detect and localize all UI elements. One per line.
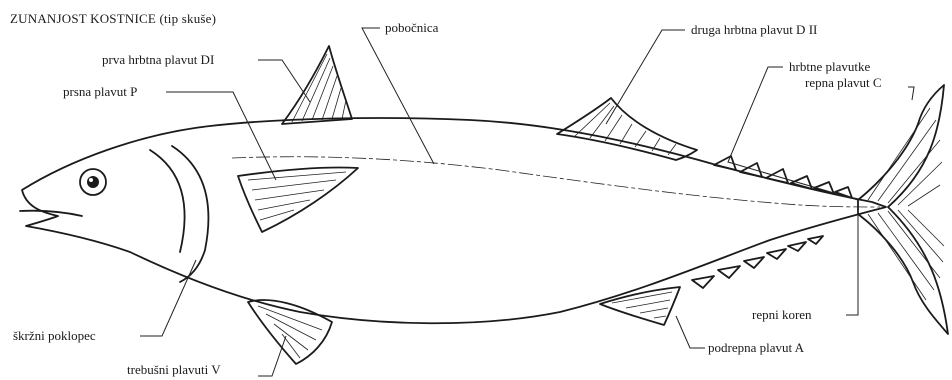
label-druga-hrbtna-plavut: druga hrbtna plavut D II	[691, 22, 817, 38]
label-prsna-plavut: prsna plavut P	[63, 84, 137, 100]
leader-lines	[140, 28, 914, 376]
label-repni-koren: repni koren	[752, 307, 812, 323]
label-hrbtne-plavutke: hrbtne plavutke	[789, 59, 870, 75]
label-pobocnica: pobočnica	[385, 20, 438, 36]
diagram-title: ZUNANJOST KOSTNICE (tip skuše)	[10, 11, 216, 27]
label-podrepna-plavut: podrepna plavut A	[708, 340, 804, 356]
eye	[80, 169, 106, 195]
label-skrzni-poklopec: škržni poklopec	[13, 328, 96, 344]
first-dorsal-fin	[282, 46, 352, 124]
caudal-fin	[858, 85, 948, 334]
label-trebusni-plavuti: trebušni plavuti V	[127, 362, 221, 378]
body-outline	[22, 118, 886, 323]
pectoral-fin	[238, 167, 358, 232]
label-prva-hrbtna-plavut: prva hrbtna plavut DI	[102, 52, 214, 68]
gill-cover-line	[172, 146, 208, 282]
second-dorsal-fin	[557, 98, 697, 160]
gill-cover-line-inner	[150, 150, 185, 252]
anal-fin	[600, 287, 680, 325]
label-repna-plavut: repna plavut C	[805, 75, 882, 91]
